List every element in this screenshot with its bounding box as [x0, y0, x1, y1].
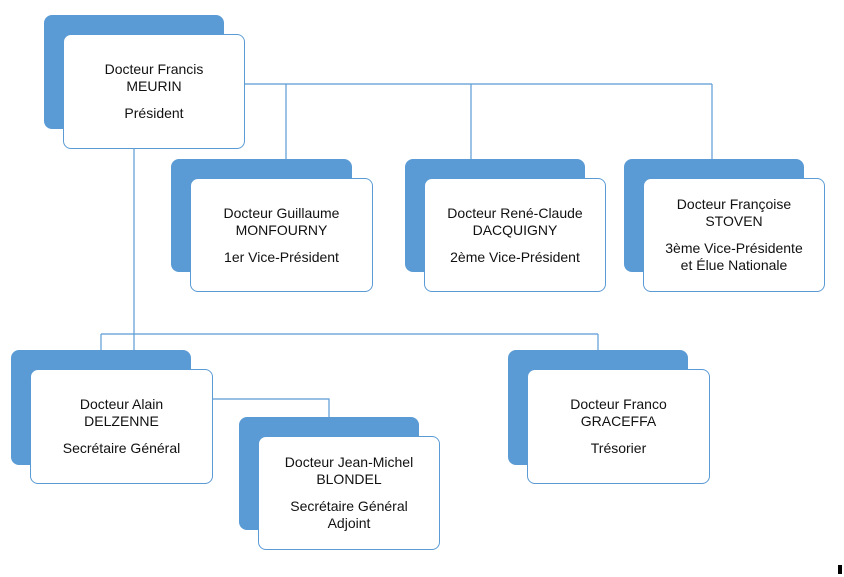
node-card: Docteur René-Claude DACQUIGNY 2ème Vice-…	[424, 178, 606, 292]
person-role: 3ème Vice-Présidente et Élue Nationale	[665, 240, 803, 273]
person-name: Docteur Jean-Michel BLONDEL	[284, 454, 414, 487]
person-role: 1er Vice-Président	[224, 248, 339, 265]
person-name: Docteur Alain DELZENNE	[79, 396, 164, 429]
person-name: Docteur Francis MEURIN	[104, 61, 204, 94]
person-role: Président	[124, 105, 184, 121]
person-name: Docteur Franco GRACEFFA	[570, 396, 667, 429]
person-role: Trésorier	[590, 440, 647, 456]
person-name: Docteur Guillaume MONFOURNY	[223, 204, 340, 238]
node-card: Docteur Francis MEURIN Président	[63, 34, 245, 149]
person-role: Secrétaire Général	[62, 440, 181, 456]
resize-handle-icon	[838, 565, 842, 574]
node-card: Docteur Jean-Michel BLONDEL Secrétaire G…	[258, 436, 440, 550]
person-name: Docteur René-Claude DACQUIGNY	[447, 204, 583, 238]
person-name: Docteur Françoise STOVEN	[676, 196, 792, 229]
connector-adjoint	[212, 398, 330, 417]
person-role: Secrétaire Général Adjoint	[290, 498, 408, 531]
person-role: 2ème Vice-Président	[450, 248, 580, 265]
node-card: Docteur Alain DELZENNE Secrétaire Généra…	[30, 369, 213, 484]
node-card: Docteur Guillaume MONFOURNY 1er Vice-Pré…	[190, 178, 373, 292]
node-card: Docteur Franco GRACEFFA Trésorier	[527, 369, 710, 484]
node-card: Docteur Françoise STOVEN 3ème Vice-Prési…	[643, 178, 825, 292]
